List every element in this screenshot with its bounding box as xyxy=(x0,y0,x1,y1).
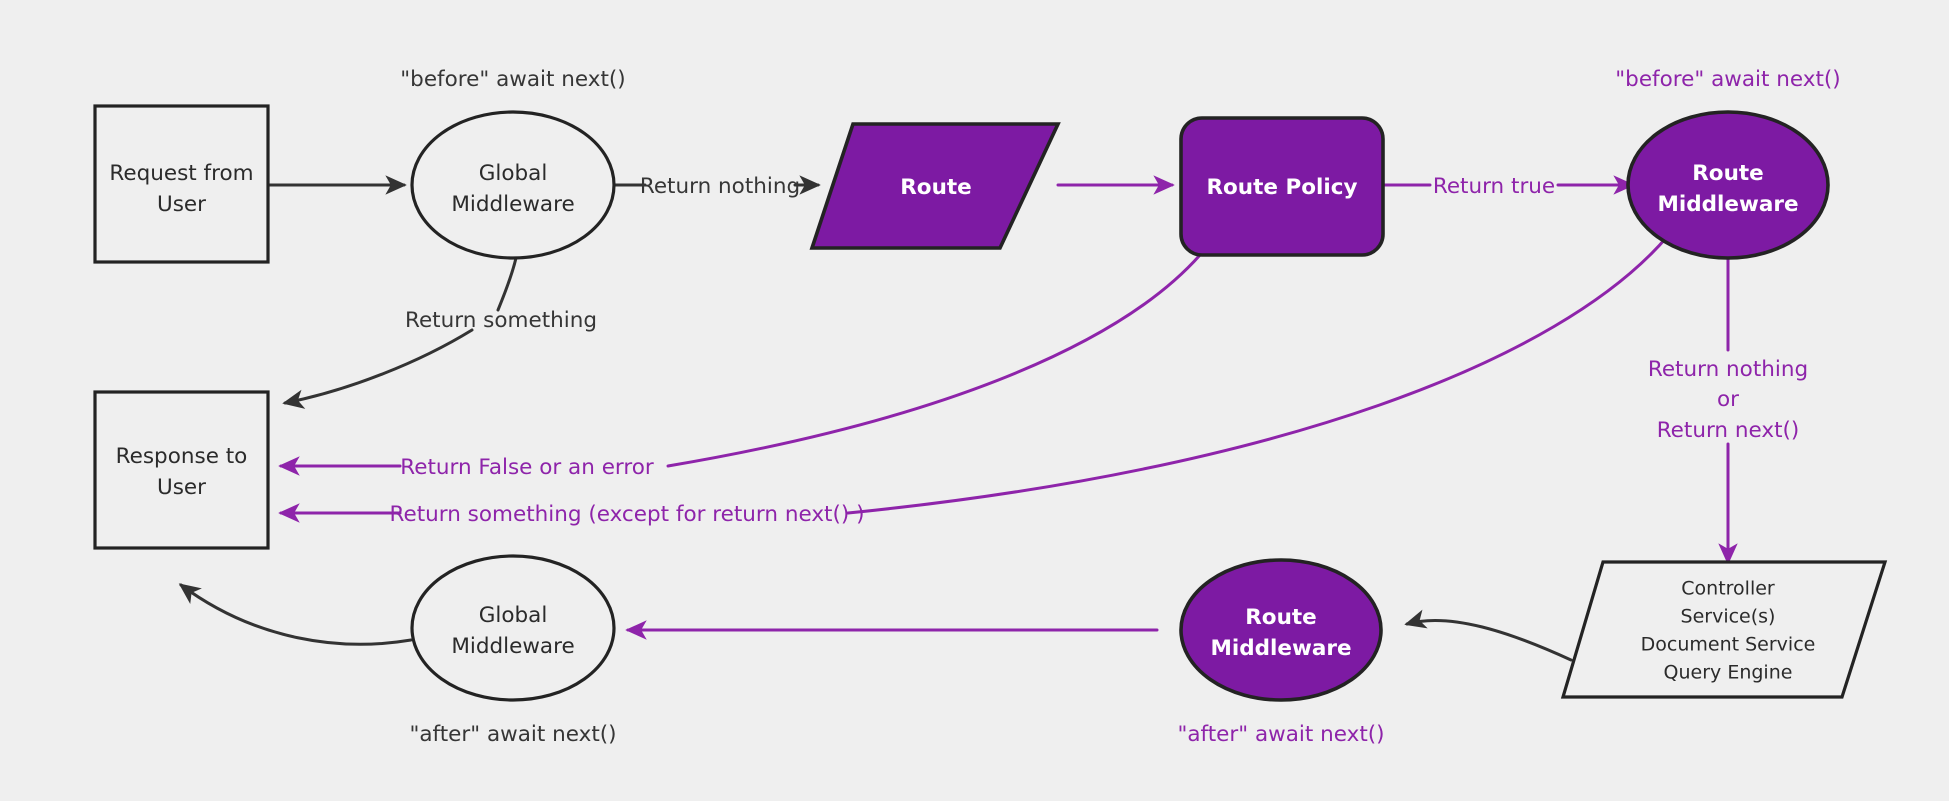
global-middleware-top-label-line2: Middleware xyxy=(451,192,574,217)
edge-label-return-true: Return true xyxy=(1433,174,1555,199)
node-route-middleware-top[interactable]: Route Middleware xyxy=(1626,110,1830,260)
route-middleware-bottom-label-line1: Route xyxy=(1245,605,1317,630)
route-middleware-top-label-line1: Route xyxy=(1692,161,1764,186)
node-response-to-user[interactable]: Response to User xyxy=(93,390,270,550)
route-middleware-top-shape xyxy=(1626,110,1830,260)
request-label-line1: Request from xyxy=(109,161,253,186)
controller-label-line2: Service(s) xyxy=(1681,606,1776,628)
request-box-shape xyxy=(93,104,270,264)
global-middleware-top-shape xyxy=(410,110,616,260)
edge-label-return-something-top: Return something xyxy=(405,308,597,333)
edge-global-middleware-return-something-stub xyxy=(496,256,518,312)
node-controller-services[interactable]: Controller Service(s) Document Service Q… xyxy=(1560,560,1888,699)
route-label: Route xyxy=(900,175,972,200)
edge-label-return-nothing-or-next-line2: or xyxy=(1717,387,1739,412)
request-label-line2: User xyxy=(157,192,206,217)
edge-label-return-false-or-error: Return False or an error xyxy=(400,455,654,480)
edge-label-return-nothing-top: Return nothing xyxy=(640,174,800,199)
response-label-line2: User xyxy=(157,475,206,500)
global-middleware-bottom-label-line2: Middleware xyxy=(451,634,574,659)
annotation-after-await-next-global: "after" await next() xyxy=(409,722,616,747)
annotation-after-await-next-route: "after" await next() xyxy=(1177,722,1384,747)
edge-label-return-nothing-or-next-line1: Return nothing xyxy=(1648,357,1808,382)
global-middleware-bottom-label-line1: Global xyxy=(479,603,548,628)
annotation-before-await-next-global: "before" await next() xyxy=(400,67,625,92)
route-policy-shape xyxy=(1179,116,1385,257)
annotation-before-await-next-route: "before" await next() xyxy=(1615,67,1840,92)
edge-controller-to-route-middleware-bottom xyxy=(1404,609,1573,662)
response-box-shape xyxy=(93,390,270,550)
route-middleware-bottom-shape xyxy=(1179,558,1383,702)
route-policy-label: Route Policy xyxy=(1206,175,1357,200)
edge-route-policy-false-curve xyxy=(666,253,1202,468)
controller-shape xyxy=(1560,560,1888,699)
controller-label-line3: Document Service xyxy=(1641,634,1816,656)
edge-return-something-to-response xyxy=(282,328,474,409)
global-middleware-bottom-shape xyxy=(410,554,616,702)
global-middleware-top-label-line1: Global xyxy=(479,161,548,186)
edge-global-middleware-bottom-to-response xyxy=(178,583,413,646)
node-global-middleware-bottom[interactable]: Global Middleware xyxy=(410,554,616,702)
edge-label-return-something-except-next: Return something (except for return next… xyxy=(390,502,865,527)
node-route[interactable]: Route xyxy=(809,122,1061,250)
controller-label-line4: Query Engine xyxy=(1664,662,1793,684)
node-route-middleware-bottom[interactable]: Route Middleware xyxy=(1179,558,1383,702)
controller-label-line1: Controller xyxy=(1681,578,1775,600)
route-shape xyxy=(809,122,1061,250)
route-middleware-bottom-label-line2: Middleware xyxy=(1210,636,1351,661)
edge-label-return-nothing-or-next-line3: Return next() xyxy=(1657,418,1800,443)
response-label-line1: Response to xyxy=(116,444,248,469)
node-request-from-user[interactable]: Request from User xyxy=(93,104,270,264)
node-route-policy[interactable]: Route Policy xyxy=(1179,116,1385,257)
node-global-middleware-top[interactable]: Global Middleware xyxy=(410,110,616,260)
route-middleware-top-label-line2: Middleware xyxy=(1657,192,1798,217)
edge-route-middleware-return-something-curve xyxy=(846,236,1668,515)
